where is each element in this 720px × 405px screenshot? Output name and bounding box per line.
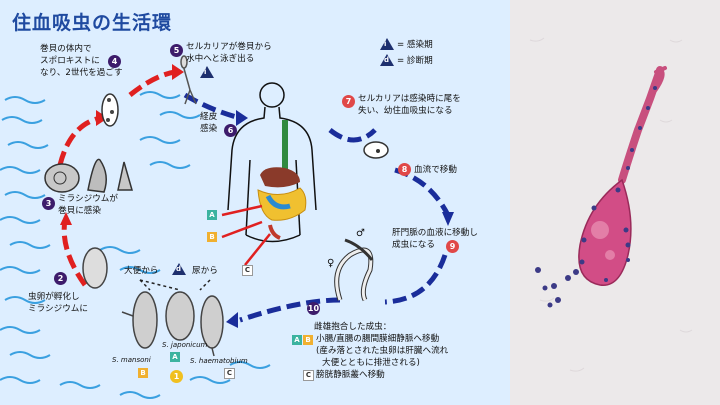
step6-line2: 感染 [200,124,218,134]
eggs-feces-label: 大便から [124,266,159,276]
organ-pointer-lines [221,204,271,266]
eggs-diagnostic-icon: d [172,263,186,275]
male-symbol: ♂ [356,228,365,239]
cercaria-illustration [180,55,197,105]
adults-heading: 雌雄抱合した成虫： [314,322,392,332]
step4-line3: なり、2世代を過ごす [40,68,123,78]
step3-line2: 巻貝に感染 [58,206,101,216]
adults-paren-line2: 大便とともに排泄される) [322,358,420,368]
female-symbol: ♀ [327,258,335,269]
water-waves [0,91,271,399]
step3-badge: 3 [42,197,55,210]
step7-line2: 失い、幼住血吸虫になる [358,106,453,116]
snail-illustrations [44,158,133,193]
step3-line1: ミラシジウムが [58,194,118,204]
step5-infective-icon: i [200,66,214,78]
badge-a-adults: A [292,335,302,345]
red-arrow-heads [60,64,184,225]
step5-line1: セルカリアが巻貝から [186,42,272,52]
infective-stage-icon: i [380,38,394,50]
step10-badge: 10 [307,302,320,315]
egg-source-lines [139,279,211,291]
species-mansoni: S. mansoni [112,356,151,364]
legend-diagnostic-label: = 診断期 [397,56,433,66]
step7-badge: 7 [342,95,355,108]
egg-illustrations [121,291,224,357]
badge-c-organ: C [242,265,253,276]
badge-c-adults: C [303,370,314,381]
step9-badge: 9 [446,240,459,253]
step9-line1: 肝門脈の血液に移動し [392,228,478,238]
micrograph-panel [510,0,720,405]
step7-line1: セルカリアは感染時に尾を [358,94,461,104]
badge-b-adults: B [303,335,313,345]
step5-line2: 水中へと泳ぎ出る [186,54,255,64]
adults-paren-line1: (産み落とされた虫卵は肝臓へ流れ [316,346,449,356]
step6-line1: 経皮 [200,112,218,122]
adults-c-line: 膀胱静脈叢へ移動 [316,370,385,380]
eggs-urine-label: 尿から [192,266,218,276]
badge-a-japonicum: A [170,352,180,362]
step2-line2: ミラシジウムに [28,304,88,314]
organs-illustration [257,120,307,240]
species-japonicum: S. japonicum [162,341,208,349]
adults-ab-line: 小腸/直腸の腸間膜細静脈へ移動 [316,334,440,344]
diagnostic-stage-icon: d [380,54,394,66]
step4-line1: 巻貝の体内で [40,44,92,54]
step5-badge: 5 [170,44,183,57]
schistosomule-illustration [363,141,389,159]
badge-b-organ: B [207,232,217,242]
lifecycle-diagram: 住血吸虫の生活環 i = 感染期 d = 診断期 巻貝の体内で 4 スポロキスト… [0,0,510,405]
sporocyst-illustration [101,93,119,127]
step2-badge: 2 [54,272,67,285]
blue-arrow-heads [226,110,454,328]
badge-a-organ: A [207,210,217,220]
badge-c-haematobium: C [224,368,235,379]
red-cycle-arrows [57,69,176,287]
step8-badge: 8 [398,163,411,176]
species-haematobium: S. haematobium [190,357,248,365]
step6-badge: 6 [224,124,237,137]
step2-line1: 虫卵が孵化し [28,292,80,302]
badge-b-mansoni: B [138,368,148,378]
step4-line2: スポロキストに [40,56,100,66]
adult-worms-illustration [334,238,374,302]
page-title: 住血吸虫の生活環 [12,12,173,34]
step9-line2: 成虫になる [392,240,435,250]
step8-line1: 血流で移動 [414,165,457,175]
miracidium-illustration [82,247,108,289]
legend-infective-label: = 感染期 [397,40,433,50]
cercaria-micrograph [529,37,693,372]
step4-badge: 4 [108,55,121,68]
step1-badge: 1 [170,370,183,383]
